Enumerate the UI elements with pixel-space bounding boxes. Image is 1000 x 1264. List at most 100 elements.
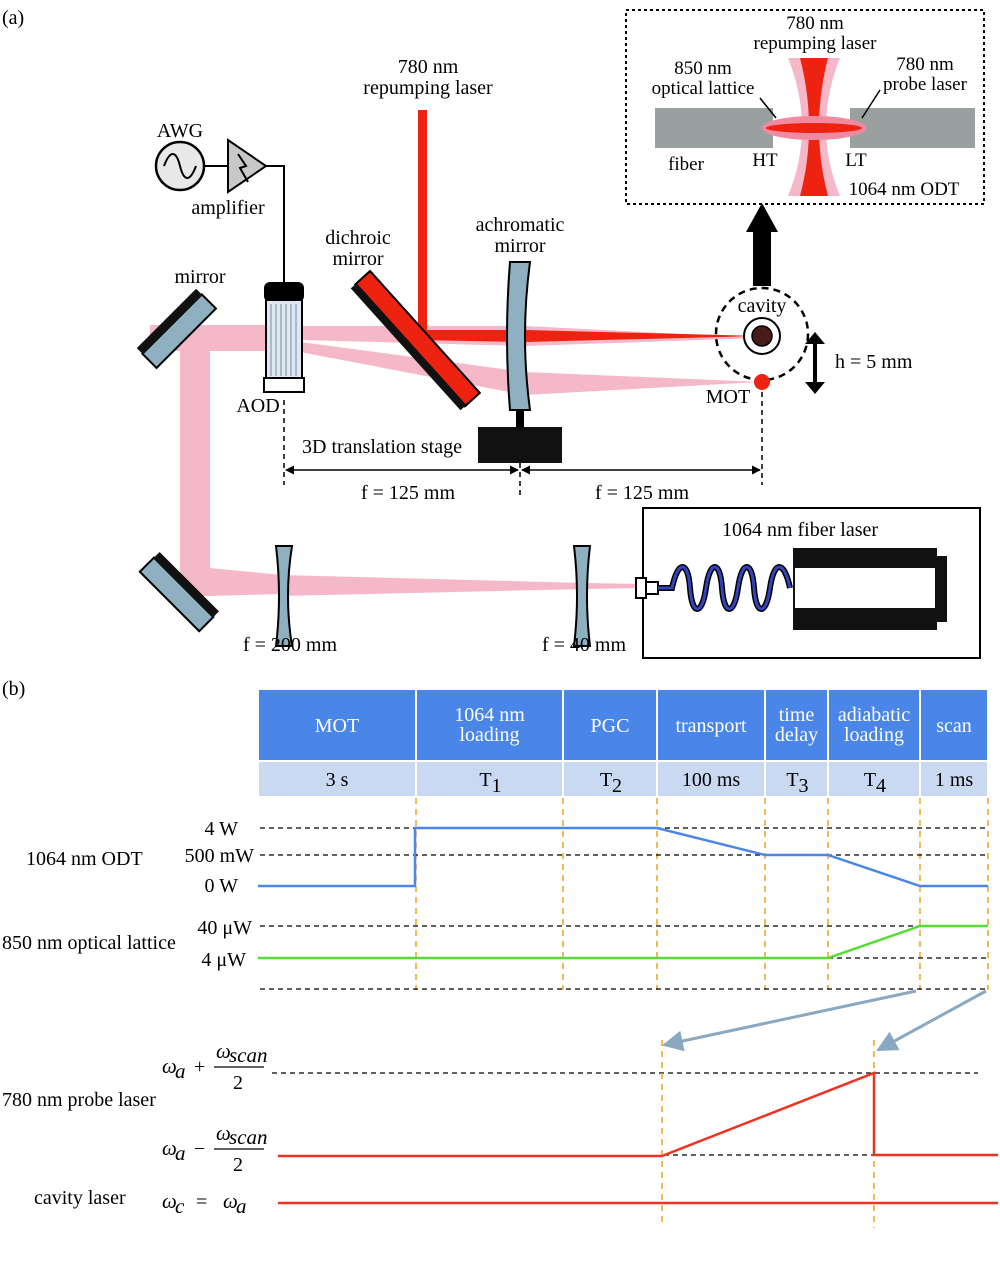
stage-name: PGC	[591, 715, 630, 737]
zoom-arrow-right	[876, 989, 987, 1052]
lens-200	[274, 545, 294, 647]
stage-duration-cell	[921, 762, 987, 796]
aod: AOD	[236, 282, 305, 417]
odt-name: 1064 nm ODT	[26, 848, 143, 870]
repump-laser-beam	[418, 110, 760, 342]
svg-text:2: 2	[233, 1154, 243, 1176]
cavity-trace: cavity laser ω c = ω a	[34, 1187, 998, 1218]
odt-level-0w: 0 W	[204, 875, 238, 897]
svg-text:+: +	[194, 1056, 205, 1078]
amplifier-wire	[266, 165, 285, 282]
svg-text:=: =	[196, 1191, 207, 1213]
svg-text:ω: ω	[162, 1136, 177, 1160]
lens-beam	[282, 575, 585, 596]
stage-duration-cell	[766, 762, 827, 796]
stage-duration-cell	[829, 762, 919, 796]
inset-fiber: fiber	[668, 154, 705, 175]
fiber-laser-label: 1064 nm fiber laser	[722, 519, 878, 541]
achromatic-label-1: achromatic	[476, 214, 565, 236]
probe-beam-inset	[766, 123, 862, 133]
stage-name: adiabatic	[838, 704, 910, 726]
svg-text:a: a	[175, 1141, 186, 1165]
fiber-beam	[585, 583, 640, 589]
repump-vertical	[418, 110, 427, 335]
stage-name: time	[779, 704, 815, 726]
inset-lattice-2: optical lattice	[652, 78, 755, 99]
inset-lattice-1: 850 nm	[674, 58, 732, 79]
dichroic-label-2: mirror	[332, 248, 383, 270]
stage-duration-cell	[658, 762, 764, 796]
stage-duration-cell	[564, 762, 656, 796]
svg-text:2: 2	[233, 1072, 243, 1094]
inset-repump-1: 780 nm	[786, 13, 844, 34]
aod-head	[264, 282, 304, 302]
lattice-trace: 850 nm optical lattice 40 μW 4 μW	[2, 917, 988, 990]
stage-header-cell	[658, 690, 764, 760]
odt-level-500mw: 500 mW	[185, 845, 255, 867]
stage-name: delay	[775, 724, 818, 746]
stage-duration: 100 ms	[682, 769, 741, 791]
svg-text:a: a	[175, 1059, 186, 1083]
odt-trace: 1064 nm ODT 4 W 500 mW 0 W	[26, 818, 988, 897]
repump-horizontal	[418, 330, 760, 342]
beam-to-mot	[525, 372, 760, 395]
inset-box: 780 nm repumping laser 850 nm optical la…	[625, 9, 985, 205]
fiber-left	[655, 108, 773, 148]
stage-duration-cell	[259, 762, 415, 796]
stage-header-cell	[417, 690, 562, 760]
mot-dot	[754, 374, 770, 390]
stage-duration-cell	[417, 762, 562, 796]
inset-lt: LT	[845, 150, 867, 171]
stage-duration: 1 ms	[935, 769, 974, 791]
dichroic-mirror	[350, 269, 482, 411]
probe-line	[278, 1071, 998, 1158]
vertical-beam	[180, 325, 282, 596]
stage-duration: T	[600, 769, 612, 791]
stage-header-cell	[921, 690, 987, 760]
focal-right-label: f = 125 mm	[595, 482, 689, 504]
height-arrow: h = 5 mm	[805, 332, 913, 394]
inset-repump-2: repumping laser	[754, 33, 878, 54]
amplifier: amplifier	[191, 138, 268, 219]
awg: AWG	[154, 120, 206, 192]
cavity-name: cavity laser	[34, 1187, 126, 1209]
stage-duration-subscript: 3	[799, 775, 809, 797]
stage-name: loading	[460, 724, 520, 746]
svg-text:ω: ω	[162, 1054, 177, 1078]
fiber-connector	[635, 577, 647, 599]
lens-40-label: f = 40 mm	[542, 634, 626, 656]
stage-duration-subscript: 2	[612, 775, 622, 797]
cavity-equation: ω c = ω a	[162, 1189, 247, 1218]
achromatic-label-2: mirror	[494, 235, 545, 257]
svg-text:scan: scan	[229, 1043, 268, 1067]
stage-duration-subscript: 4	[876, 775, 886, 797]
lens-40	[572, 545, 592, 647]
repump-label-2: repumping laser	[363, 77, 493, 99]
stage-duration: 3 s	[326, 769, 349, 791]
lattice-name: 850 nm optical lattice	[2, 932, 176, 954]
probe-trace: 780 nm probe laser ω a + ω scan 2 ω a − …	[2, 1039, 998, 1228]
svg-text:ω: ω	[216, 1039, 231, 1063]
probe-lower-label: ω a − ω scan 2	[162, 1121, 268, 1176]
svg-text:−: −	[194, 1138, 205, 1160]
fiber-laser: 1064 nm fiber laser	[635, 507, 981, 659]
odt-line	[258, 826, 988, 888]
odt-level-4w: 4 W	[204, 818, 238, 840]
fiber-right	[850, 108, 975, 148]
height-label: h = 5 mm	[835, 351, 913, 373]
mirror-lower	[138, 551, 220, 633]
stage-name: MOT	[315, 715, 359, 737]
probe-name: 780 nm probe laser	[2, 1089, 156, 1111]
repump-label-1: 780 nm	[398, 56, 459, 78]
awg-label: AWG	[157, 120, 203, 142]
svg-text:c: c	[175, 1194, 185, 1218]
mot-label: MOT	[706, 386, 750, 408]
inset-probe-1: 780 nm	[896, 54, 954, 75]
lens-200-label: f = 200 mm	[243, 634, 337, 656]
stage-duration: T	[864, 769, 876, 791]
svg-text:ω: ω	[216, 1121, 231, 1145]
